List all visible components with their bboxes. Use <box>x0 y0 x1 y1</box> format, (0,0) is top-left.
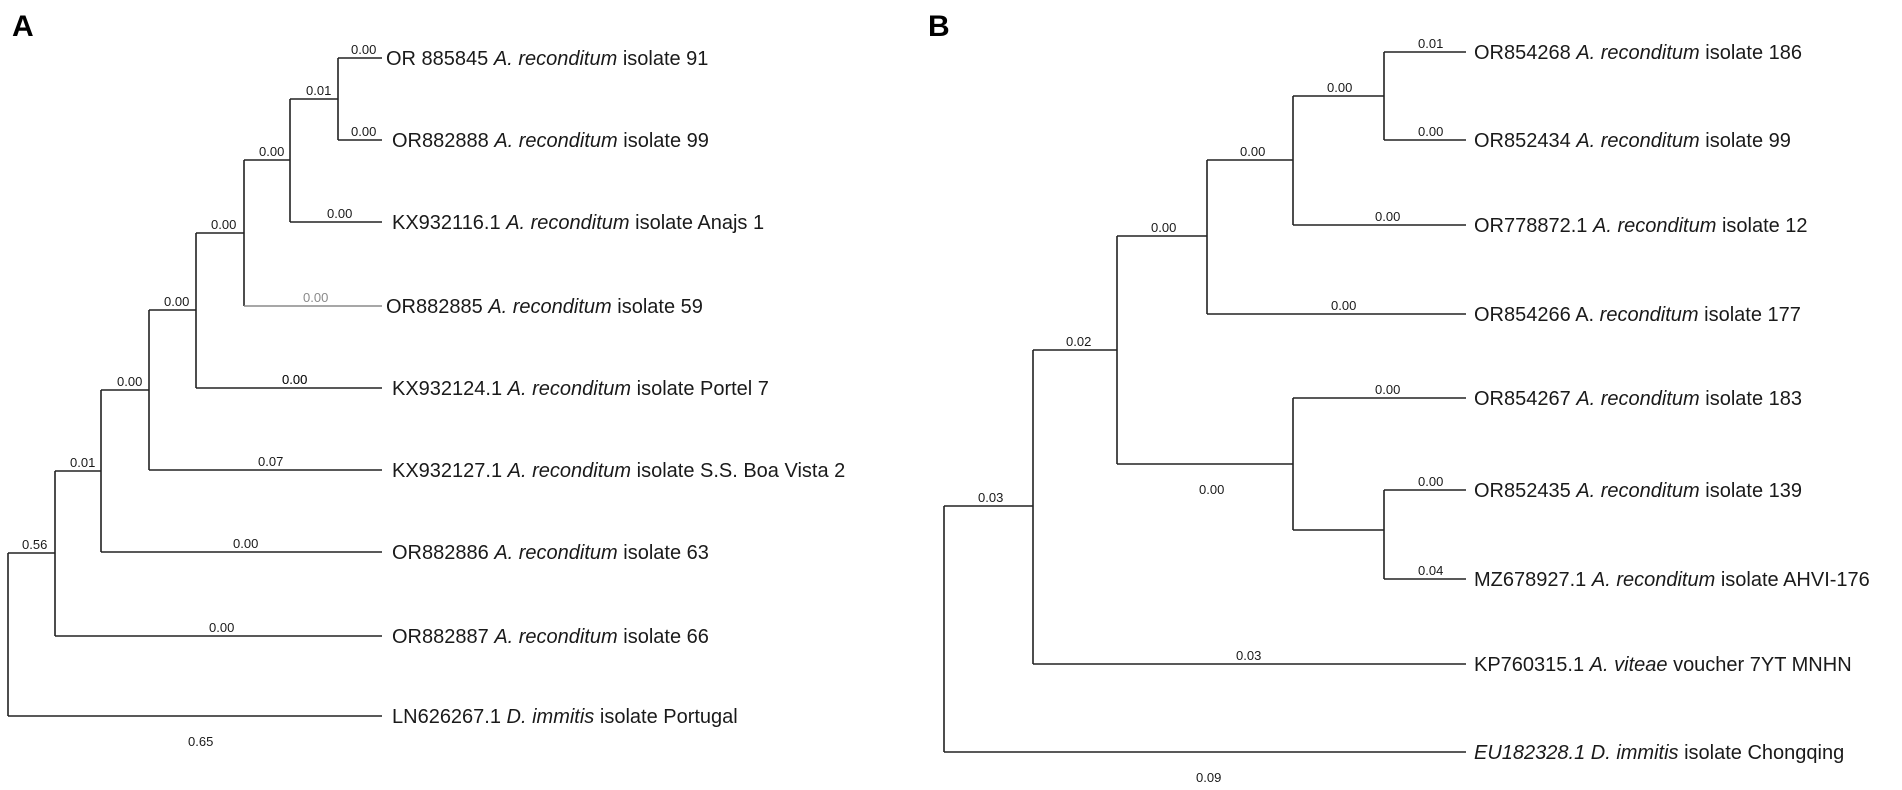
panel-a-leaf-label: OR882888 A. reconditum isolate 99 <box>392 130 709 152</box>
panel-b-branch-label: 0.00 <box>1331 298 1356 313</box>
panel-b-leaf-labels: OR854268 A. reconditum isolate 186 OR852… <box>1474 42 1870 764</box>
panel-b-leaf-label: OR852435 A. reconditum isolate 139 <box>1474 480 1802 502</box>
panel-b-leaf-label: OR854268 A. reconditum isolate 186 <box>1474 42 1802 64</box>
panel-a-leaf-label: LN626267.1 D. immitis isolate Portugal <box>392 706 738 728</box>
panel-b-branch-label: 0.00 <box>1240 144 1265 159</box>
panel-b-leaf-label: OR854267 A. reconditum isolate 183 <box>1474 388 1802 410</box>
panel-a-branch-labels: 0.00 0.00 0.01 0.00 0.00 0.00 0.00 0.00 … <box>22 42 376 749</box>
panel-b-branch-label: 0.04 <box>1418 563 1443 578</box>
panel-b-leaf-label: MZ678927.1 A. reconditum isolate AHVI-17… <box>1474 569 1870 591</box>
panel-a-branch-label: 0.00 <box>282 372 307 387</box>
panel-a-branch-label: 0.00 <box>209 620 234 635</box>
panel-a-branch-label: 0.00 <box>164 294 189 309</box>
panel-a-branches <box>7 57 382 717</box>
panel-a-branch-label: 0.56 <box>22 537 47 552</box>
panel-a-branch-label: 0.00 <box>303 290 328 305</box>
panel-a-branch-label: 0.00 <box>259 144 284 159</box>
panel-b-branch-label: 0.00 <box>1418 474 1443 489</box>
panel-b-leaf-label: OR852434 A. reconditum isolate 99 <box>1474 130 1791 152</box>
panel-b-branches <box>943 51 1466 753</box>
panel-a-letter: A <box>12 10 34 43</box>
panel-a-branch-label: 0.00 <box>282 372 307 387</box>
panel-b-branch-label: 0.00 <box>1151 220 1176 235</box>
panel-b-branch-label: 0.01 <box>1418 36 1443 51</box>
panel-b-letter: B <box>928 10 950 43</box>
panel-a-branch-label: 0.07 <box>258 454 283 469</box>
panel-b: B <box>928 10 1870 785</box>
panel-a-branch-label: 0.00 <box>211 217 236 232</box>
panel-b-branch-label: 0.09 <box>1196 770 1221 785</box>
panel-a-leaf-label: KX932127.1 A. reconditum isolate S.S. Bo… <box>392 460 845 482</box>
panel-a-leaf-label: KX932124.1 A. reconditum isolate Portel … <box>392 378 769 400</box>
panel-b-leaf-label: OR778872.1 A. reconditum isolate 12 <box>1474 215 1808 237</box>
panel-b-branch-label: 0.00 <box>1418 124 1443 139</box>
panel-a-branch-label: 0.00 <box>351 124 376 139</box>
panel-b-leaf-label: EU182328.1 D. immitis isolate Chongqing <box>1474 742 1844 764</box>
panel-a-branch-label: 0.00 <box>327 206 352 221</box>
panel-b-branch-label: 0.03 <box>978 490 1003 505</box>
panel-a-leaf-label: OR 885845 A. reconditum isolate 91 <box>386 48 708 70</box>
panel-a-branch-label: 0.00 <box>117 374 142 389</box>
panel-a-branch-label: 0.65 <box>188 734 213 749</box>
panel-b-branch-label: 0.03 <box>1236 648 1261 663</box>
panel-a: A <box>7 10 845 749</box>
panel-b-branch-label: 0.00 <box>1375 209 1400 224</box>
panel-b-leaf-label: OR854266 A. reconditum isolate 177 <box>1474 304 1801 326</box>
panel-a-leaf-label: OR882885 A. reconditum isolate 59 <box>386 296 703 318</box>
panel-b-branch-labels: 0.01 0.00 0.00 0.00 0.00 0.00 0.00 0.02 … <box>978 36 1443 785</box>
panel-a-branch-label: 0.01 <box>306 83 331 98</box>
panel-a-branch-label: 0.01 <box>70 455 95 470</box>
panel-b-branch-label: 0.00 <box>1375 382 1400 397</box>
panel-a-leaf-label: OR882886 A. reconditum isolate 63 <box>392 542 709 564</box>
panel-a-leaf-label: OR882887 A. reconditum isolate 66 <box>392 626 709 648</box>
panel-b-branch-label: 0.02 <box>1066 334 1091 349</box>
panel-b-branch-label: 0.00 <box>1199 482 1224 497</box>
panel-a-branch-label: 0.00 <box>351 42 376 57</box>
panel-b-branch-label: 0.00 <box>1327 80 1352 95</box>
panel-a-leaf-labels: OR 885845 A. reconditum isolate 91 OR882… <box>386 48 845 728</box>
panel-a-leaf-label: KX932116.1 A. reconditum isolate Anajs 1 <box>392 212 764 234</box>
panel-a-branch-label: 0.00 <box>233 536 258 551</box>
panel-b-leaf-label: KP760315.1 A. viteae voucher 7YT MNHN <box>1474 654 1852 676</box>
